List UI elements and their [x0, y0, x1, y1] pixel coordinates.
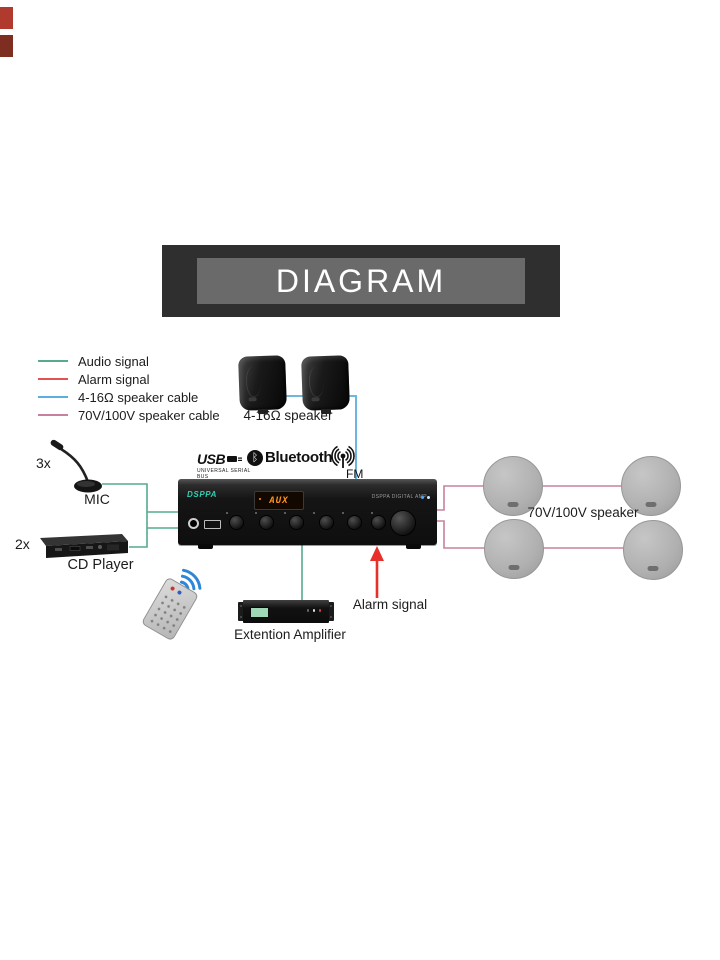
legend-label: 4-16Ω speaker cable [78, 389, 199, 405]
usb-logo-text: USB [197, 451, 226, 467]
amplifier-knob [230, 516, 243, 529]
remote-button-blue [176, 589, 183, 596]
speaker-port [248, 397, 257, 402]
ceiling-speaker-4 [623, 520, 683, 580]
usb-logo-subtext: UNIVERSAL SERIAL BUS [197, 468, 251, 480]
wall-speaker-2 [301, 355, 350, 411]
rack-ear-right [328, 602, 334, 621]
amplifier-foot [198, 544, 213, 549]
alarm-arrow-head [370, 546, 384, 561]
ceiling-speaker-label: 70V/100V speaker [527, 505, 639, 520]
legend-label: 70V/100V speaker cable [78, 407, 220, 423]
legend-swatch-alarm [38, 378, 68, 380]
display-indicator-dot [259, 498, 261, 500]
remote-button-red [169, 585, 176, 592]
microphone-icon [50, 439, 102, 493]
diagram-banner-inner: DIAGRAM [197, 258, 525, 304]
rack-ear-left [238, 602, 244, 621]
speaker-slot [507, 502, 519, 507]
headphone-jack [188, 518, 199, 529]
amplifier-led [427, 496, 430, 499]
cd-player-count: 2x [15, 536, 30, 552]
amplifier-volume-knob [391, 511, 415, 535]
legend-item-100v: 70V/100V speaker cable [38, 406, 220, 424]
legend-swatch-low-impedance [38, 396, 68, 398]
amplifier-knob [290, 516, 303, 529]
speaker-slot [508, 565, 520, 570]
usb-logo: USB UNIVERSAL SERIAL BUS [197, 451, 255, 480]
ceiling-speaker-3 [484, 519, 544, 579]
amplifier-brand-logo: DSPPA [187, 490, 217, 499]
amplifier-display-text: AUX [269, 495, 289, 506]
ceiling-speaker-1 [483, 456, 543, 516]
speaker-cable-100v-upper [436, 485, 486, 511]
amplifier-knob [348, 516, 361, 529]
cd-player-label: CD Player [67, 557, 134, 573]
bluetooth-logo-text: Bluetooth [265, 449, 333, 466]
mic-label: MIC [84, 491, 110, 507]
thumbnail-edge[interactable] [0, 7, 13, 29]
legend-item-audio: Audio signal [38, 352, 220, 370]
legend-swatch-100v [38, 414, 68, 416]
legend-label: Audio signal [78, 353, 149, 369]
fm-logo: FM [331, 445, 363, 481]
wall-speaker-label: 4-16Ω speaker [243, 408, 333, 423]
diagram-banner: DIAGRAM [162, 245, 560, 317]
mixer-amplifier: DSPPA AUX DSPPA DIGITAL AMP [178, 479, 437, 545]
usb-plug-icon [227, 456, 243, 462]
mic-count: 3x [36, 455, 51, 471]
ceiling-speaker-2 [621, 456, 681, 516]
speaker-grille [308, 366, 325, 398]
speaker-grille [245, 366, 262, 398]
extension-amplifier-label: Extention Amplifier [234, 627, 346, 642]
speaker-port [311, 397, 320, 402]
amplifier-foot [406, 544, 421, 549]
speaker-slot [647, 566, 659, 571]
extension-amplifier-led [306, 609, 309, 612]
speaker-cable-low-impedance [271, 395, 357, 481]
legend-label: Alarm signal [78, 371, 150, 387]
amplifier-led [421, 496, 424, 499]
alarm-signal-label: Alarm signal [352, 597, 428, 612]
thumbnail-edge[interactable] [0, 35, 13, 57]
extension-amplifier-led [318, 609, 321, 612]
extension-amplifier-led [312, 609, 315, 612]
extension-amplifier [243, 600, 329, 623]
bluetooth-icon: ᛒ [247, 449, 263, 466]
amplifier-display: AUX [254, 491, 304, 510]
speaker-slot [645, 502, 657, 507]
amplifier-knob [372, 516, 385, 529]
cd-player-icon [40, 534, 128, 558]
legend-item-low-impedance: 4-16Ω speaker cable [38, 388, 220, 406]
amplifier-knob [260, 516, 273, 529]
amplifier-knob [320, 516, 333, 529]
speaker-cable-100v-lower [436, 520, 487, 549]
extension-amplifier-screen [250, 607, 269, 618]
amplifier-panel-ticks [226, 512, 396, 514]
bluetooth-logo: ᛒ Bluetooth [247, 449, 333, 466]
cable-legend: Audio signal Alarm signal 4-16Ω speaker … [38, 352, 220, 424]
fm-logo-text: FM [346, 467, 363, 481]
page-title: DIAGRAM [275, 262, 447, 299]
amplifier-model-text: DSPPA DIGITAL AMP [371, 494, 427, 500]
wall-speaker-1 [238, 355, 287, 411]
legend-swatch-audio [38, 360, 68, 362]
audio-line-mic-cd [102, 483, 148, 548]
usb-port [204, 520, 221, 529]
legend-item-alarm: Alarm signal [38, 370, 220, 388]
